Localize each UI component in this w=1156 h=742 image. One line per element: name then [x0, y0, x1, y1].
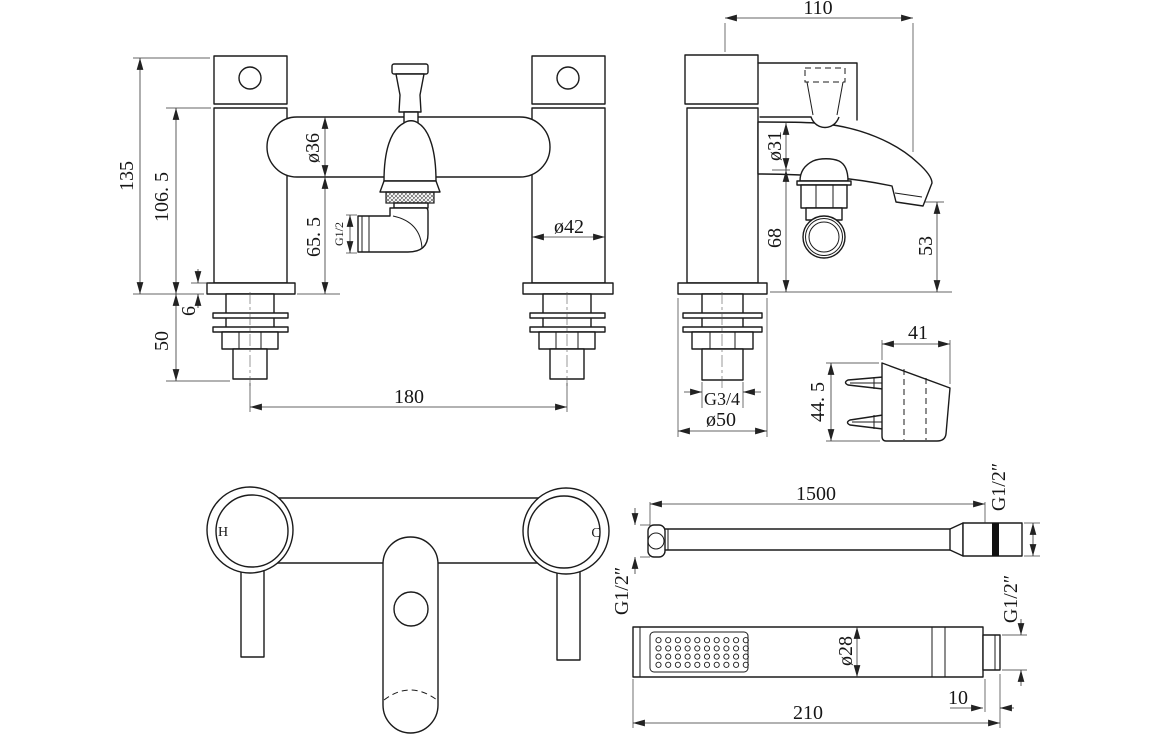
washer-side	[682, 326, 763, 333]
bracket-pin	[844, 376, 884, 390]
base-flange-side	[677, 282, 768, 295]
dim-tap-centres: 180	[394, 386, 424, 408]
dim-bracket-height: 44. 5	[807, 382, 829, 422]
dim-handset-diameter: ø28	[835, 636, 857, 666]
threaded-tail-side	[701, 348, 744, 381]
valve-hidden-arc	[383, 689, 438, 701]
handset-view: ø28 G1/2″ 10 210	[632, 575, 1027, 728]
backnut-side	[691, 331, 754, 350]
cold-label: C	[591, 526, 600, 541]
diverter-housing	[757, 62, 858, 121]
dim-outlet-height: 68	[764, 228, 786, 248]
dim-outlet-drop: 65. 5	[303, 217, 325, 257]
spout-bell-body	[383, 120, 437, 182]
valve-center-body	[382, 536, 439, 734]
diverter-knob-cap	[391, 63, 429, 75]
bracket-pin	[846, 414, 884, 430]
dim-spout-reach: 110	[803, 0, 832, 19]
spray-face-plate	[649, 631, 749, 673]
elbow-inner-curve	[392, 215, 423, 250]
shower-outlet-elbow	[357, 207, 429, 253]
dim-outlet-thread: G1/2	[332, 222, 346, 246]
front-view-bath-shower-mixer: 135 106. 5 50 6 ø36 65. 5 G1/2 ø42 180	[116, 55, 614, 412]
left-pillar-handle-block	[213, 55, 288, 105]
cold-handle-face	[527, 495, 601, 569]
hose-fitting-band	[992, 523, 999, 556]
diverter-knob-hidden	[804, 67, 846, 83]
left-base-flange	[206, 282, 296, 295]
dim-flange-thickness: 6	[178, 306, 200, 316]
side-view-bath-shower-mixer: 110 ø31 68 53 G3/4 ø50	[677, 0, 952, 437]
cold-lever	[556, 564, 581, 661]
diverter-knob-neck	[395, 73, 425, 113]
diverter-button	[393, 591, 429, 627]
hot-label: H	[218, 525, 228, 540]
hot-handle-face	[215, 494, 289, 568]
dim-spout-diameter: ø31	[764, 131, 786, 161]
dim-body-height: 106. 5	[151, 172, 173, 222]
handle-block-side	[684, 54, 759, 105]
wall-bracket-view: 41 44. 5	[807, 322, 951, 442]
hose-connector-bore	[808, 221, 840, 253]
diverter-knob-dome	[810, 116, 840, 129]
dim-bar-diameter: ø36	[302, 133, 324, 163]
hose-sleeve-right	[949, 522, 964, 557]
right-pillar-handle-block	[531, 55, 606, 105]
hot-lever	[240, 564, 265, 658]
bracket-body	[881, 362, 951, 442]
outlet-cap-side	[799, 158, 849, 182]
dim-overall-height: 135	[116, 161, 138, 191]
dim-spout-height: 53	[915, 236, 937, 256]
washer-side	[682, 312, 763, 319]
left-handle-indicator-circle	[238, 66, 262, 90]
dim-bracket-width: 41	[908, 322, 928, 344]
aerator-ring	[393, 202, 429, 209]
dim-pillar-diameter: ø42	[554, 216, 584, 238]
dim-tail-thread: G3/4	[704, 389, 740, 409]
shower-hose-view: 1500 G1/2″ G1/2″	[611, 463, 1040, 615]
left-washer	[212, 312, 289, 319]
hose-connector-ring	[805, 218, 843, 256]
outlet-nut	[800, 184, 848, 209]
dim-nozzle-length: 10	[948, 687, 968, 709]
dim-hose-thread-right: G1/2″	[988, 463, 1010, 511]
right-washer	[529, 326, 606, 333]
dim-handset-length: 210	[793, 702, 823, 724]
right-base-flange	[522, 282, 614, 295]
right-washer	[529, 312, 606, 319]
spray-nozzle-dots	[655, 637, 749, 668]
spout-tip-seam	[894, 192, 923, 198]
hose-nut-detail	[647, 532, 665, 550]
dim-tail-length: 50	[151, 331, 173, 351]
right-handle-indicator-circle	[556, 66, 580, 90]
dim-flange-diameter: ø50	[706, 409, 736, 431]
handset-nozzle	[982, 634, 1001, 671]
valve-front-view: H C	[206, 486, 610, 734]
dim-hose-length: 1500	[796, 483, 836, 505]
handset-body	[632, 626, 984, 678]
left-washer	[212, 326, 289, 333]
dim-hose-thread-left: G1/2″	[611, 567, 633, 615]
aerator-skirt	[379, 180, 441, 193]
dim-handset-thread: G1/2″	[1000, 575, 1022, 623]
aerator-mesh	[385, 191, 435, 204]
body-side	[686, 107, 759, 284]
hose-nut-left	[647, 524, 666, 558]
